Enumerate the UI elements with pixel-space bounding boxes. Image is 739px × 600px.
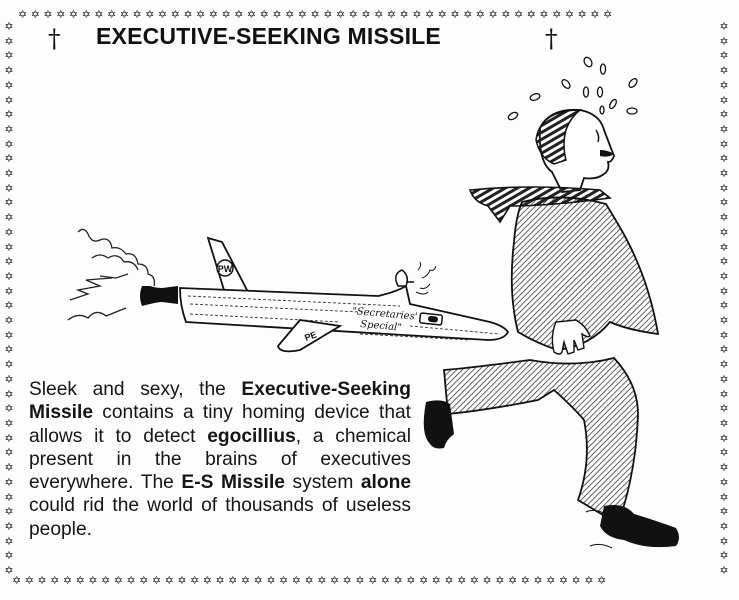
executive-hand bbox=[551, 319, 591, 355]
svg-text:PE: PE bbox=[303, 329, 318, 343]
page-title: EXECUTIVE-SEEKING MISSILE bbox=[96, 23, 441, 49]
dagger-icon-right: † bbox=[545, 24, 558, 53]
executive-head bbox=[535, 108, 615, 193]
front-shoe bbox=[600, 505, 679, 548]
chemical-name: egocillius bbox=[207, 425, 296, 447]
exhaust-smoke bbox=[67, 228, 156, 321]
back-shoe bbox=[423, 400, 454, 449]
description-paragraph: Sleek and sexy, the Executive-Seeking Mi… bbox=[29, 379, 412, 540]
missile-nozzle bbox=[140, 286, 178, 306]
svg-text:PW: PW bbox=[218, 264, 233, 274]
product-name: Executive-Seeking Missile bbox=[29, 379, 411, 424]
svg-text:Special": Special" bbox=[360, 319, 403, 334]
missile-wing bbox=[277, 319, 343, 353]
sweat-drops bbox=[507, 56, 638, 121]
star-border-top: ✡✡✡✡✡✡✡✡✡✡✡✡✡✡✡✡✡✡✡✡✡✡✡✡✡✡✡✡✡✡✡✡✡✡✡✡✡✡✡✡… bbox=[18, 8, 616, 21]
executive-trousers bbox=[443, 356, 639, 526]
homing-radar-dish bbox=[395, 261, 437, 295]
star-border-bottom: ✡✡✡✡✡✡✡✡✡✡✡✡✡✡✡✡✡✡✡✡✡✡✡✡✡✡✡✡✡✡✡✡✡✡✡✡✡✡✡✡… bbox=[12, 574, 610, 587]
missile-fuselage bbox=[179, 284, 510, 341]
product-short-name: E-S Missile bbox=[181, 472, 285, 494]
dagger-icon-left: † bbox=[48, 24, 61, 53]
star-border-right: ✡✡✡✡✡✡✡✡✡✡✡✡✡✡✡✡✡✡✡✡✡✡✡✡✡✡✡✡✡✡✡✡✡✡✡✡✡✡ bbox=[719, 20, 729, 578]
star-border-left: ✡✡✡✡✡✡✡✡✡✡✡✡✡✡✡✡✡✡✡✡✡✡✡✡✡✡✡✡✡✡✡✡✡✡✡✡✡✡ bbox=[4, 20, 14, 578]
executive-jacket bbox=[510, 196, 660, 351]
